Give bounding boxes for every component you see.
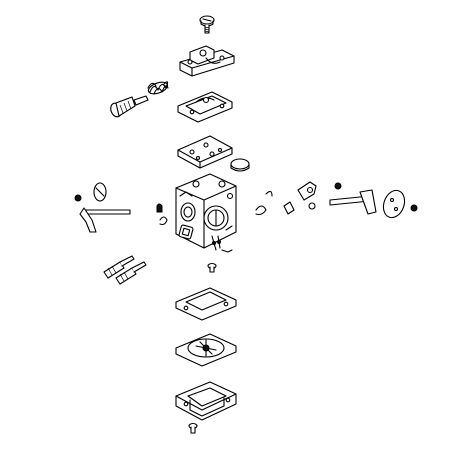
pump-cover[interactable]	[179, 45, 235, 77]
bottom-cover-screw[interactable]	[188, 422, 198, 434]
metering-gasket[interactable]	[175, 287, 237, 321]
carburetor-body[interactable]	[175, 173, 237, 253]
throttle-lever[interactable]	[297, 181, 317, 210]
idle-screw-spring[interactable]	[147, 80, 169, 96]
top-cover-screw[interactable]	[199, 15, 215, 34]
body-screw[interactable]	[207, 262, 217, 273]
throttle-shaft[interactable]	[329, 182, 418, 221]
choke-shaft[interactable]	[74, 182, 131, 233]
welch-plug[interactable]	[230, 158, 250, 172]
high-speed-needle[interactable]	[103, 255, 135, 279]
idle-adjust-screw[interactable]	[109, 95, 149, 118]
throttle-linkage-clip[interactable]	[255, 190, 295, 216]
choke-detent-parts[interactable]	[156, 203, 168, 226]
pump-gasket[interactable]	[177, 135, 233, 169]
pump-diaphragm[interactable]	[177, 91, 233, 123]
metering-diaphragm[interactable]	[175, 333, 237, 367]
metering-cover[interactable]	[175, 381, 237, 421]
low-speed-needle[interactable]	[115, 261, 147, 285]
